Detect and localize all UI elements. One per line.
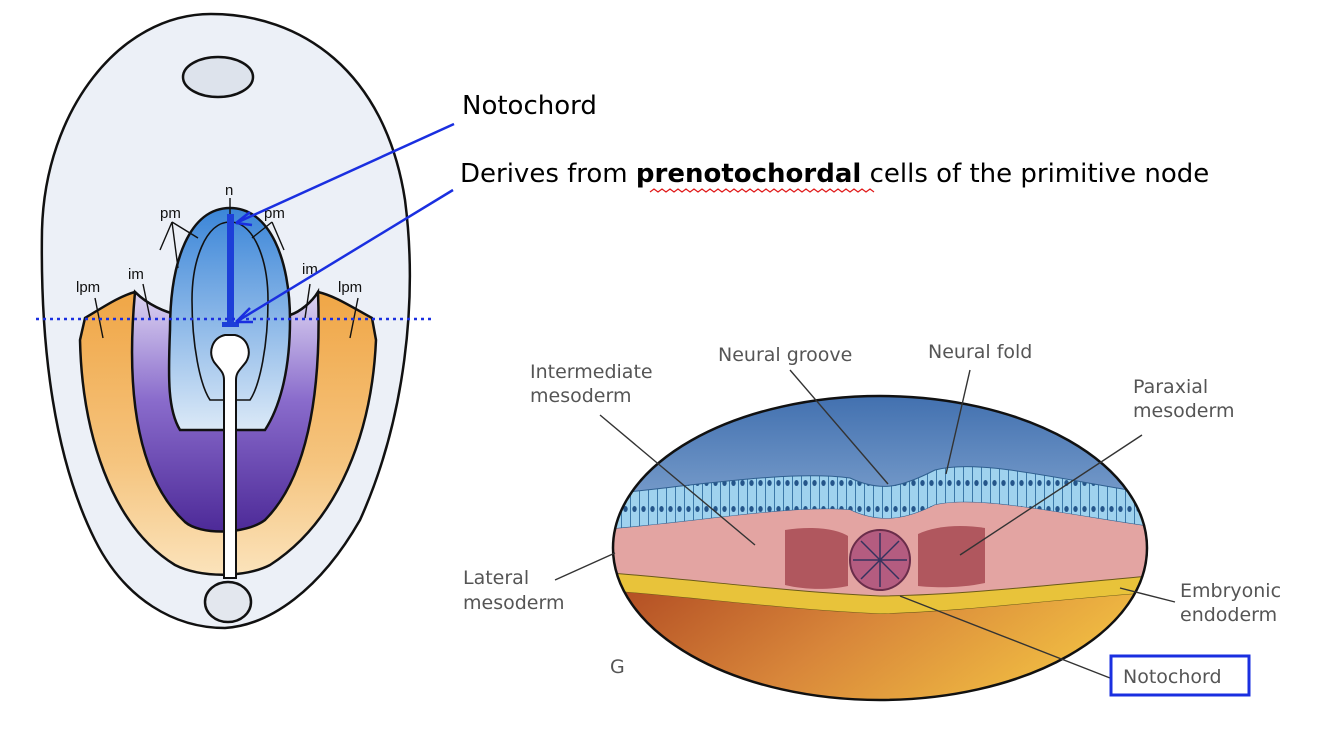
panel-letter: G: [610, 656, 625, 678]
label-intermediate-line2: mesoderm: [530, 385, 631, 407]
notochord-bar: [227, 214, 234, 326]
label-lateral-line2: mesoderm: [463, 592, 564, 614]
label-neural-fold: Neural fold: [928, 341, 1032, 363]
annotation-overlays: [36, 122, 455, 324]
endoderm-layer: [613, 571, 1147, 615]
section-leader-lines: [554, 369, 1176, 679]
label-lateral-line1: Lateral: [463, 567, 529, 589]
label-paraxial-line2: mesoderm: [1133, 400, 1234, 422]
label-embryonic-line1: Embryonic: [1180, 580, 1281, 602]
notochord-rosette-icon: [853, 533, 907, 587]
label-pm-left: pm: [160, 205, 181, 222]
arrowhead-icon: [235, 211, 253, 227]
label-lpm-right: lpm: [338, 279, 362, 296]
label-im-right: im: [302, 261, 318, 278]
node-pointer-arrow: [235, 188, 454, 324]
notochord-highlight-box: [1109, 654, 1251, 697]
label-intermediate-line1: Intermediate: [530, 361, 653, 383]
cross-section-outline: [611, 394, 1149, 702]
cloacal-membrane: [203, 580, 253, 624]
subtitle-bold-term: prenotochordal: [636, 159, 861, 189]
label-n: n: [225, 182, 233, 199]
slide-title: Notochord: [462, 91, 597, 121]
label-im-left: im: [128, 266, 144, 283]
oropharyngeal-membrane: [181, 55, 255, 99]
label-lpm-left: lpm: [76, 279, 100, 296]
label-embryonic-line2: endoderm: [1180, 604, 1277, 626]
paraxial-mesoderm-block-left: [785, 528, 848, 589]
cross-section-diagram: Neural groove Neural fold Intermediate m…: [463, 341, 1281, 702]
arrowhead-icon: [235, 307, 253, 324]
notochord-pointer-arrow: [235, 122, 455, 225]
label-paraxial-line1: Paraxial: [1133, 376, 1208, 398]
label-neural-groove: Neural groove: [718, 344, 852, 366]
primitive-node-marker: [222, 322, 239, 327]
primitive-streak: [210, 334, 250, 579]
paraxial-mesoderm-block-right: [918, 526, 985, 588]
embryo-disc-diagram: n pm pm im im lpm lpm: [40, 12, 412, 630]
label-notochord-boxed: Notochord: [1123, 666, 1222, 688]
spellcheck-squiggle: [649, 188, 875, 193]
slide-subtitle: Derives from prenotochordal cells of the…: [460, 159, 1209, 189]
